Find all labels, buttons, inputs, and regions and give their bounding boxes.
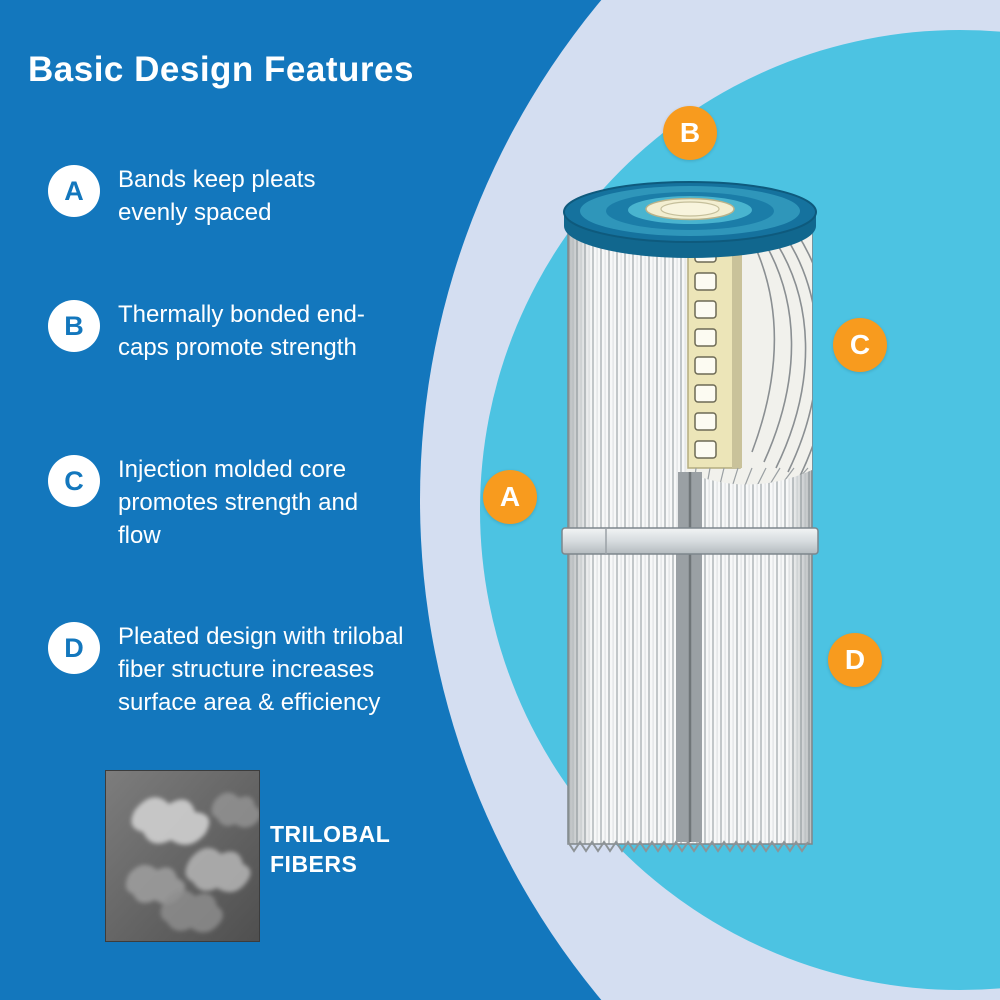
feature-item-a: A Bands keep pleats evenly spaced bbox=[48, 165, 368, 229]
trilobal-fibers-label: TRILOBAL FIBERS bbox=[270, 821, 390, 877]
feature-item-c: C Injection molded core promotes strengt… bbox=[48, 455, 368, 552]
feature-badge-d: D bbox=[48, 622, 100, 674]
feature-badge-b: B bbox=[48, 300, 100, 352]
callout-marker-b: B bbox=[663, 106, 717, 160]
feature-text-c: Injection molded core promotes strength … bbox=[118, 456, 359, 550]
feature-item-d: D Pleated design with trilobal fiber str… bbox=[48, 622, 423, 719]
feature-text-d: Pleated design with trilobal fiber struc… bbox=[118, 623, 404, 717]
feature-badge-c: C bbox=[48, 455, 100, 507]
callout-marker-d: D bbox=[828, 633, 882, 687]
page-title: Basic Design Features bbox=[28, 50, 414, 89]
callout-marker-a: A bbox=[483, 470, 537, 524]
feature-badge-a: A bbox=[48, 165, 100, 217]
feature-text-b: Thermally bonded end-caps promote streng… bbox=[118, 301, 365, 362]
trilobal-fibers-image bbox=[105, 770, 260, 942]
callout-marker-c: C bbox=[833, 318, 887, 372]
feature-item-b: B Thermally bonded end-caps promote stre… bbox=[48, 300, 368, 364]
feature-text-a: Bands keep pleats evenly spaced bbox=[118, 166, 316, 227]
